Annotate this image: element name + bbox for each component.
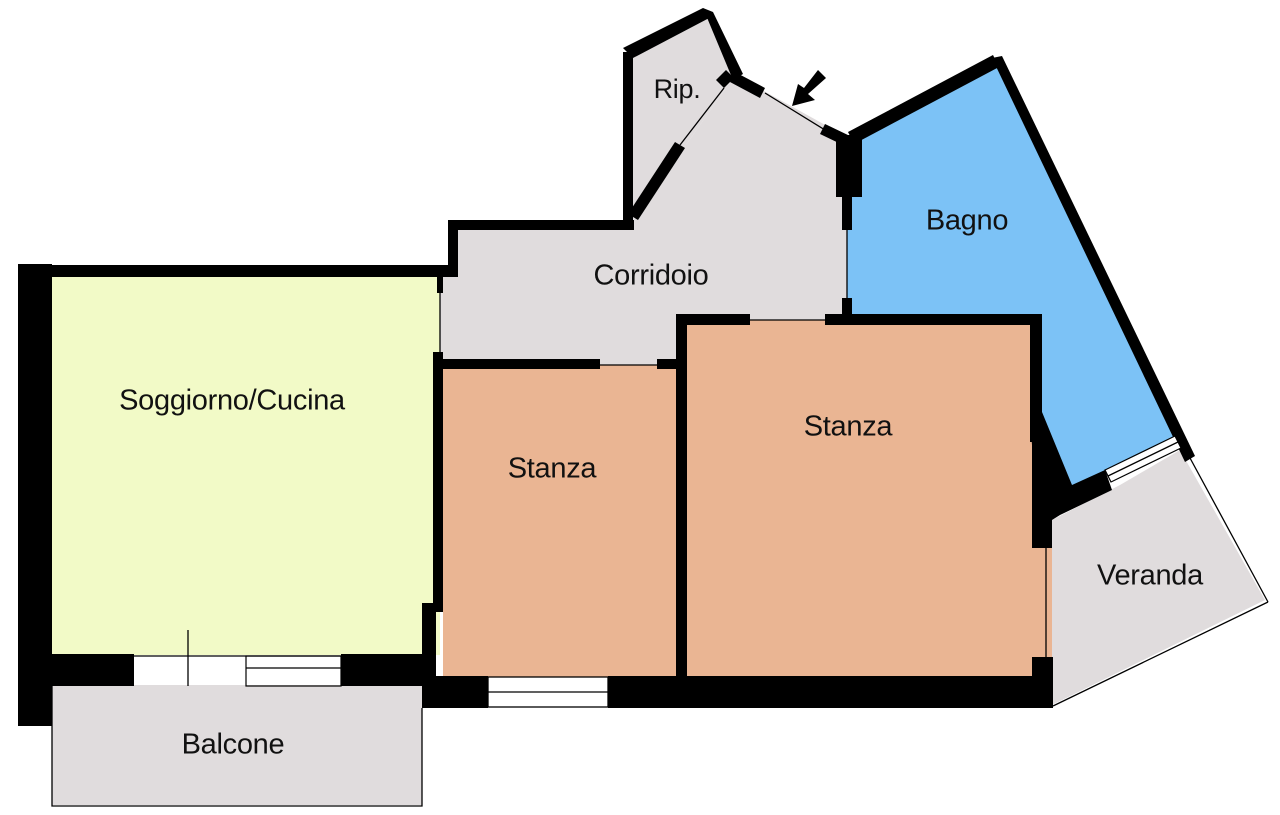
room-bagno[interactable] <box>847 62 1180 488</box>
wall-soggiorno-east-upper <box>437 277 443 293</box>
wall-stanza2-east-upper <box>1030 314 1042 442</box>
wall-entrance-left-jamb <box>730 72 765 98</box>
wall-bagno-west-upper <box>836 135 862 197</box>
label-stanza-1: Stanza <box>508 453 598 485</box>
wall-corridor-step-vertical <box>448 222 458 277</box>
wall-corridor-north <box>448 220 634 230</box>
arrow-icon <box>792 70 826 106</box>
label-bagno: Bagno <box>926 205 1008 237</box>
room-corridoio[interactable] <box>440 75 847 365</box>
room-soggiorno-cucina[interactable] <box>48 272 440 655</box>
room-balcone[interactable] <box>52 685 422 805</box>
wall-rip-left <box>623 52 633 230</box>
window-soggiorno <box>245 655 342 687</box>
label-veranda: Veranda <box>1097 560 1204 592</box>
label-corridoio: Corridoio <box>594 260 709 292</box>
room-veranda[interactable] <box>1052 450 1265 705</box>
label-ripostiglio: Rip. <box>654 74 701 104</box>
wall-bagno-north <box>848 55 999 144</box>
wall-rip-top <box>623 8 713 58</box>
wall-left <box>18 264 52 726</box>
label-stanza-2: Stanza <box>804 411 894 443</box>
wall-top-soggiorno <box>18 265 448 277</box>
room-stanza-2[interactable] <box>684 320 1052 677</box>
room-stanza-1[interactable] <box>443 365 680 677</box>
wall-soggiorno-east <box>433 352 443 612</box>
wall-bagno-west-lower <box>842 298 852 322</box>
wall-soggiorno-bottom-right <box>341 654 436 686</box>
wall-rip-right <box>703 8 743 80</box>
walls <box>18 8 1195 726</box>
wall-stanza1-top-right <box>657 359 687 369</box>
wall-bagno-veranda-corner <box>1030 412 1112 548</box>
wall-stanza-divider <box>676 314 687 686</box>
wall-stanza2-top-right <box>825 314 1042 325</box>
wall-bagno-west-mid <box>842 195 852 230</box>
wall-bottom-right <box>608 676 1053 708</box>
wall-rip-door-jamb-bottom <box>628 142 685 220</box>
label-soggiorno-cucina: Soggiorno/Cucina <box>119 385 346 417</box>
wall-rip-door-jamb-top <box>716 70 734 88</box>
wall-soggiorno-bottom-left <box>18 654 134 686</box>
wall-bagno-east <box>992 56 1195 462</box>
thin-lines <box>51 87 1269 807</box>
wall-stanza1-top-left <box>433 359 600 369</box>
label-balcone: Balcone <box>182 729 285 761</box>
wall-stanza2-top-left <box>676 314 750 325</box>
